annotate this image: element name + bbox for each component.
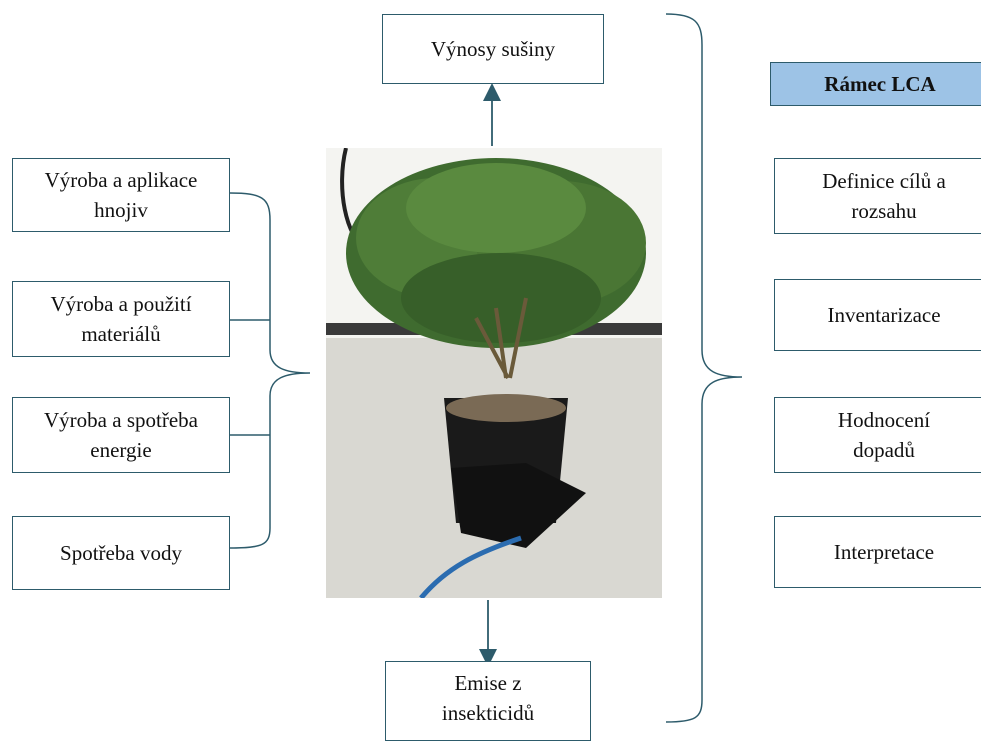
input-fertilizers-line2: hnojiv xyxy=(94,198,148,222)
lca-phase-goal-scope-line2: rozsahu xyxy=(851,199,917,223)
output-dry-matter-yield-label: Výnosy sušiny xyxy=(430,37,556,61)
output-insecticide-emissions-line1: Emise z xyxy=(454,671,522,695)
inputs-brace xyxy=(229,192,311,549)
input-materials: Výroba a použití materiálů xyxy=(12,281,230,357)
lca-phase-goal-scope-line1: Definice cílů a xyxy=(822,169,946,193)
lca-phase-interpretation-label: Interpretace xyxy=(833,540,935,564)
input-materials-line2: materiálů xyxy=(81,322,161,346)
input-water-label: Spotřeba vody xyxy=(60,541,182,565)
input-water: Spotřeba vody xyxy=(12,516,230,590)
input-energy-line1: Výroba a spotřeba xyxy=(44,408,198,432)
input-energy: Výroba a spotřeba energie xyxy=(12,397,230,473)
lca-phase-impact-assessment-line2: dopadů xyxy=(853,438,915,462)
lca-phase-impact-assessment-line1: Hodnocení xyxy=(837,408,931,432)
lca-brace xyxy=(665,13,743,723)
lca-phase-goal-scope: Definice cílů a rozsahu xyxy=(774,158,981,234)
output-dry-matter-yield: Výnosy sušiny xyxy=(382,14,604,84)
input-fertilizers: Výroba a aplikace hnojiv xyxy=(12,158,230,232)
input-materials-line1: Výroba a použití xyxy=(50,292,192,316)
output-insecticide-emissions-line2: insekticidů xyxy=(441,701,535,725)
output-insecticide-emissions: Emise z insekticidů xyxy=(385,661,591,741)
lca-header: Rámec LCA xyxy=(770,62,981,106)
lca-phase-interpretation: Interpretace xyxy=(774,516,981,588)
lca-phase-inventory-label: Inventarizace xyxy=(827,303,941,327)
input-fertilizers-line1: Výroba a aplikace xyxy=(44,168,198,192)
lca-header-label: Rámec LCA xyxy=(824,72,936,96)
lca-phase-impact-assessment: Hodnocení dopadů xyxy=(774,397,981,473)
input-energy-line2: energie xyxy=(90,438,152,462)
plant-photo xyxy=(326,148,662,598)
lca-phase-inventory: Inventarizace xyxy=(774,279,981,351)
